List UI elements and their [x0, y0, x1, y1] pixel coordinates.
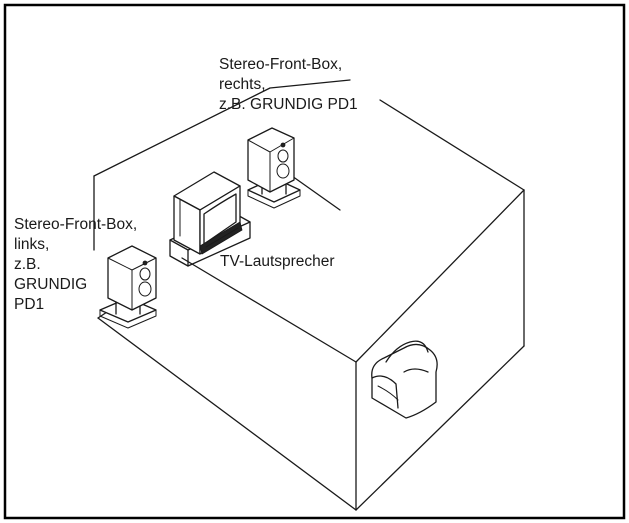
right-box-label-line2: rechts, — [219, 76, 266, 93]
left-box-label-line1: Stereo-Front-Box, — [14, 216, 137, 233]
left-box-label-line5: PD1 — [14, 296, 44, 313]
left-speaker — [99, 245, 157, 329]
armchair — [371, 340, 438, 419]
right-box-label-line1: Stereo-Front-Box, — [219, 56, 342, 73]
television — [169, 171, 251, 267]
left-box-label-line4: GRUNDIG — [14, 276, 87, 293]
left-speaker-label: Stereo-Front-Box, links, z.B. GRUNDIG PD… — [14, 216, 137, 313]
right-box-label-line3: z.B. GRUNDIG PD1 — [219, 96, 358, 113]
left-box-label-line2: links, — [14, 236, 49, 253]
room-outline — [93, 79, 525, 511]
diagram-frame — [3, 3, 626, 520]
left-box-label-line3: z.B. — [14, 256, 41, 273]
tv-speaker-label: TV-Lautsprecher — [220, 253, 335, 270]
right-speaker-label: Stereo-Front-Box, rechts, z.B. GRUNDIG P… — [219, 56, 358, 113]
right-speaker — [247, 127, 301, 209]
